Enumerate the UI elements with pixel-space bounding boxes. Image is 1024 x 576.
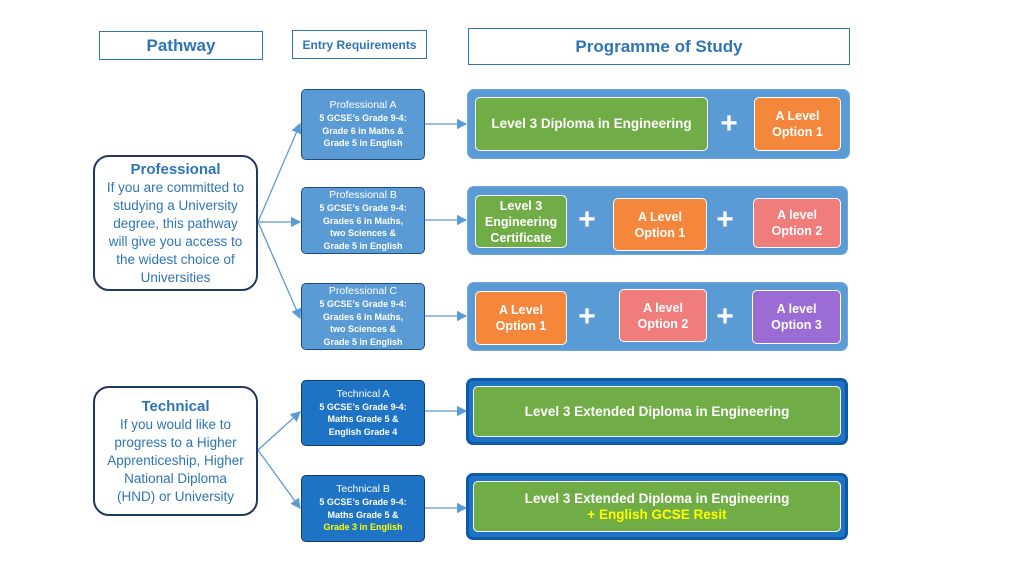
entry-title: Professional A [329, 99, 397, 112]
option-line: A Level [775, 109, 820, 123]
entry-title: Technical B [336, 483, 390, 496]
programme-a-level-option-1: A Level Option 1 [475, 291, 567, 345]
link-technical-to-a [257, 411, 301, 451]
programme-level3-engineering-certificate: Level 3 Engineering Certificate [475, 195, 567, 248]
option-line: Option 3 [771, 318, 822, 332]
link-professional-to-c [257, 221, 302, 320]
pathway-professional: Professional If you are committed to stu… [93, 155, 258, 291]
link-technical-to-b [257, 449, 301, 510]
entry-technical-a: Technical A 5 GCSE’s Grade 9-4: Maths Gr… [301, 380, 425, 446]
entry-line: 5 GCSE’s Grade 9-4: [319, 113, 407, 124]
plus-icon: + [720, 107, 738, 140]
option-line: Certificate [490, 230, 552, 245]
option-line: A Level [498, 303, 543, 317]
entry-title: Technical A [336, 387, 390, 400]
entry-line: two Sciences & [329, 324, 397, 334]
entry-line: two Sciences & [329, 228, 397, 238]
option-line: Engineering [484, 214, 558, 229]
pathway-professional-description: If you are committed to studying a Unive… [106, 179, 245, 285]
option-line: Option 1 [772, 125, 823, 139]
plus-icon: + [716, 300, 734, 333]
programme-label: Level 3 Extended Diploma in Engineering [524, 490, 790, 506]
entry-title: Professional C [328, 285, 398, 297]
option-line: A level [643, 300, 683, 315]
option-line: Option 1 [495, 319, 547, 333]
programme-a-level-option-3: A level Option 3 [752, 290, 841, 344]
plus-icon: + [578, 300, 596, 333]
header-pathway: Pathway [99, 31, 263, 60]
option-line: A level [776, 302, 817, 316]
entry-line: English Grade 4 [328, 426, 398, 437]
entry-professional-c: Professional C 5 GCSE’s Grade 9-4: Grade… [301, 283, 425, 350]
entry-title: Professional B [329, 189, 397, 201]
pathway-professional-title: Professional [130, 160, 221, 178]
option-line: Option 2 [771, 224, 823, 238]
entry-line: Grade 5 in English [323, 240, 403, 251]
entry-line: Grade 5 in English [323, 138, 403, 149]
entry-line: Grade 6 in Maths & [322, 125, 404, 136]
entry-line: Maths Grade 5 & [327, 414, 399, 425]
entry-technical-b: Technical B 5 GCSE’s Grade 9-4: Maths Gr… [301, 475, 425, 542]
programme-a-level-option-1: A Level Option 1 [613, 198, 707, 251]
programme-a-level-option-2: A level Option 2 [619, 289, 707, 342]
entry-line: Grade 5 in English [323, 336, 403, 347]
pathway-technical-title: Technical [141, 397, 210, 415]
entry-line: 5 GCSE’s Grade 9-4: [319, 299, 407, 309]
entry-line: Maths Grade 5 & [327, 509, 399, 520]
header-programme-of-study: Programme of Study [468, 28, 850, 65]
programme-a-level-option-1: A Level Option 1 [754, 97, 841, 151]
option-line: Option 2 [637, 316, 689, 331]
programme-resit-label: + English GCSE Resit [587, 506, 727, 522]
programme-label: Level 3 Diploma in Engineering [491, 116, 692, 131]
option-line: A level [777, 208, 817, 222]
pathway-technical-description: If you would like to progress to a Highe… [107, 416, 244, 504]
programme-level3-extended-diploma: Level 3 Extended Diploma in Engineering [473, 386, 841, 437]
entry-line: 5 GCSE’s Grade 9-4: [319, 401, 407, 412]
entry-line: Grades 6 in Maths, [322, 311, 404, 322]
plus-icon: + [578, 203, 596, 236]
entry-line: Grades 6 in Maths, [322, 215, 404, 226]
option-line: A Level [637, 209, 682, 224]
entry-professional-a: Professional A 5 GCSE’s Grade 9-4: Grade… [301, 89, 425, 160]
programme-level3-diploma: Level 3 Diploma in Engineering [475, 97, 708, 151]
pathway-technical: Technical If you would like to progress … [93, 386, 258, 516]
programme-label: Level 3 Extended Diploma in Engineering [524, 403, 790, 419]
entry-line: 5 GCSE’s Grade 9-4: [319, 203, 407, 213]
option-line: Option 1 [634, 225, 686, 240]
header-entry-requirements: Entry Requirements [292, 30, 427, 59]
option-line: Level 3 [499, 198, 543, 213]
entry-professional-b: Professional B 5 GCSE’s Grade 9-4: Grade… [301, 187, 425, 254]
programme-a-level-option-2: A level Option 2 [753, 198, 841, 248]
entry-line-highlight: Grade 3 in English [323, 522, 403, 533]
programme-level3-extended-diploma-resit: Level 3 Extended Diploma in Engineering … [473, 481, 841, 532]
link-professional-to-a [257, 122, 302, 223]
plus-icon: + [716, 203, 734, 236]
entry-line: 5 GCSE’s Grade 9-4: [319, 497, 407, 508]
